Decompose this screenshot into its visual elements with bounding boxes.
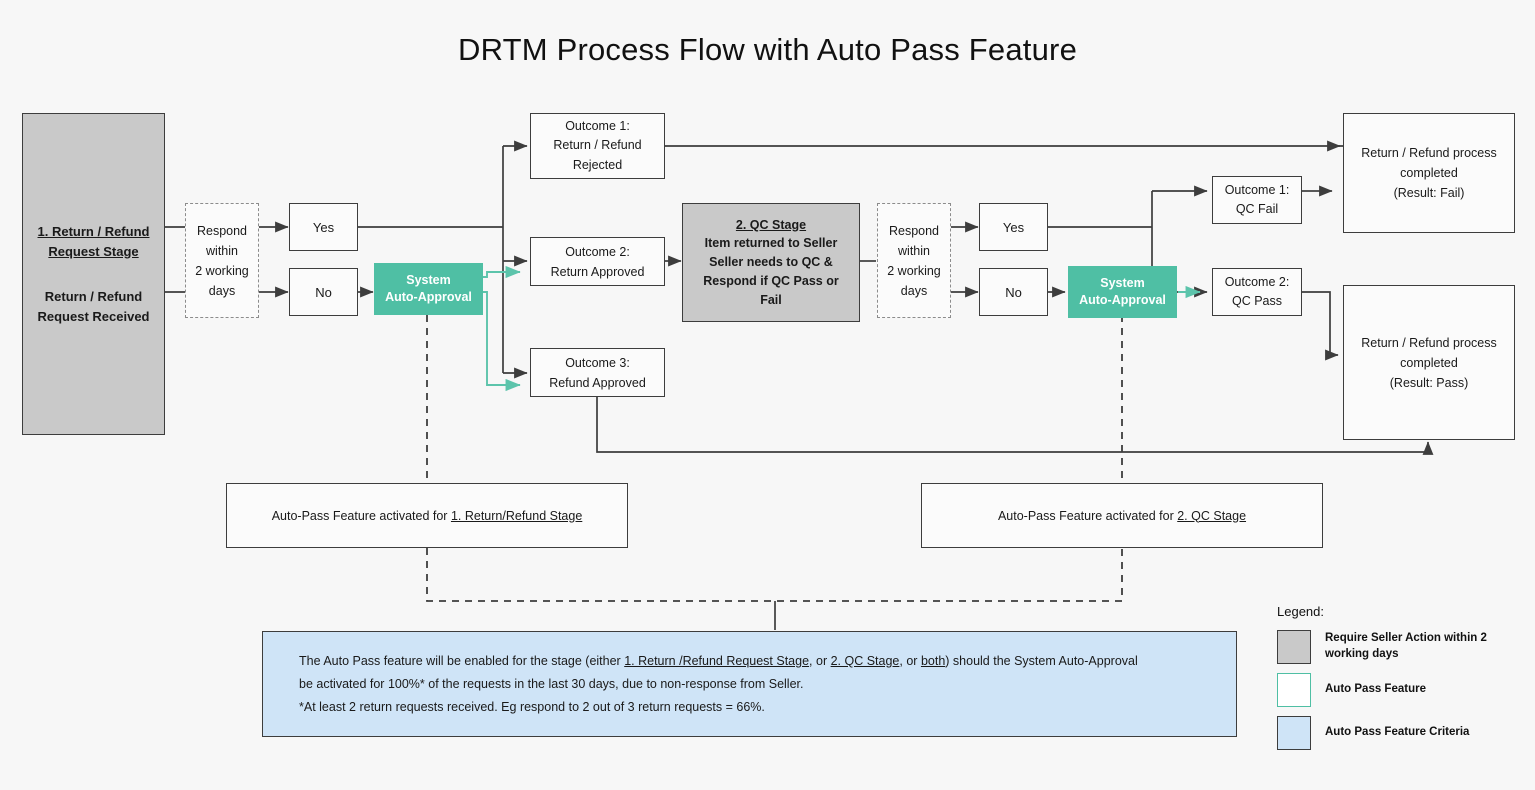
respond-window-stage-2: Respond within 2 working days bbox=[877, 203, 951, 318]
outcome-3-line-2: Refund Approved bbox=[549, 375, 646, 390]
final-pass-line-2: completed bbox=[1400, 355, 1458, 370]
decision-1-yes-label: Yes bbox=[312, 219, 335, 235]
final-result-fail: Return / Refund process completed (Resul… bbox=[1343, 113, 1515, 233]
outcome-1-line-3: Rejected bbox=[572, 157, 623, 172]
autopass-2-stage: 2. QC Stage bbox=[1177, 508, 1247, 523]
stage-2-line-4: Fail bbox=[760, 292, 782, 307]
outcome-1-line-1: Outcome 1: bbox=[565, 118, 630, 133]
decision-2-yes-label: Yes bbox=[1002, 219, 1025, 235]
legend-label-criteria: Auto Pass Feature Criteria bbox=[1325, 726, 1470, 739]
qc-outcome-1-line-1: Outcome 1: bbox=[1224, 182, 1290, 197]
autopass-2-prefix: Auto-Pass Feature activated for bbox=[997, 508, 1178, 523]
respond-window-stage-1: Respond within 2 working days bbox=[185, 203, 259, 318]
gray-swatch-icon bbox=[1277, 630, 1311, 664]
decision-2-no: No bbox=[979, 268, 1048, 316]
stage-2-qc: 2. QC Stage Item returned to Seller Sell… bbox=[682, 203, 860, 322]
criteria-swatch-icon bbox=[1277, 716, 1311, 750]
respond-1-line-4: days bbox=[208, 283, 236, 298]
decision-2-yes: Yes bbox=[979, 203, 1048, 251]
respond-2-line-2: within bbox=[898, 243, 930, 258]
decision-1-no: No bbox=[289, 268, 358, 316]
decision-1-yes: Yes bbox=[289, 203, 358, 251]
respond-2-line-4: days bbox=[900, 283, 928, 298]
legend-item-auto-pass: Auto Pass Feature bbox=[1277, 673, 1527, 707]
legend: Legend: Require Seller Action within 2 w… bbox=[1277, 604, 1527, 759]
final-pass-line-1: Return / Refund process bbox=[1361, 335, 1497, 350]
legend-label-seller-action: Require Seller Action within 2 working d… bbox=[1325, 632, 1487, 660]
stage-2-line-1: Item returned to Seller bbox=[704, 236, 838, 251]
final-fail-line-2: completed bbox=[1400, 166, 1458, 180]
decision-1-no-label: No bbox=[315, 284, 332, 300]
outcome-1-line-2: Return / Refund bbox=[553, 138, 642, 153]
system-auto-approval-stage-1: System Auto-Approval bbox=[374, 263, 483, 315]
qc-outcome-2-pass: Outcome 2: QC Pass bbox=[1212, 268, 1302, 316]
legend-item-seller-action: Require Seller Action within 2 working d… bbox=[1277, 630, 1527, 664]
final-result-pass: Return / Refund process completed (Resul… bbox=[1343, 285, 1515, 440]
decision-2-no-label: No bbox=[1005, 284, 1022, 300]
auto-pass-swatch-icon bbox=[1277, 673, 1311, 707]
criteria-line-2: be activated for 100%* of the requests i… bbox=[299, 676, 804, 691]
outcome-2-line-2: Return Approved bbox=[550, 264, 645, 279]
auto-pass-activated-stage-1: Auto-Pass Feature activated for 1. Retur… bbox=[226, 483, 628, 548]
page-title: DRTM Process Flow with Auto Pass Feature bbox=[457, 32, 1078, 67]
auto-approval-2-line-2: Auto-Approval bbox=[1079, 293, 1166, 307]
stage-1-return-refund-request: 1. Return / Refund Request Stage Return … bbox=[22, 113, 165, 435]
autopass-1-stage: 1. Return/Refund Stage bbox=[450, 508, 583, 523]
system-auto-approval-stage-2: System Auto-Approval bbox=[1068, 266, 1177, 318]
legend-item-criteria: Auto Pass Feature Criteria bbox=[1277, 716, 1527, 750]
stage-2-line-2: Seller needs to QC & bbox=[709, 255, 833, 270]
outcome-2-return-approved: Outcome 2: Return Approved bbox=[530, 237, 665, 286]
stage-1-heading: 1. Return / Refund Request Stage bbox=[37, 224, 150, 259]
outcome-3-refund-approved: Outcome 3: Refund Approved bbox=[530, 348, 665, 397]
respond-1-line-3: 2 working bbox=[195, 263, 249, 278]
final-fail-line-1: Return / Refund process bbox=[1361, 146, 1497, 160]
respond-1-line-1: Respond bbox=[196, 223, 248, 238]
qc-outcome-2-line-2: QC Pass bbox=[1231, 294, 1282, 308]
auto-pass-activated-stage-2: Auto-Pass Feature activated for 2. QC St… bbox=[921, 483, 1323, 548]
outcome-3-line-1: Outcome 3: bbox=[565, 355, 630, 370]
stage-1-line-1: Return / Refund bbox=[44, 289, 143, 304]
qc-outcome-1-line-2: QC Fail bbox=[1235, 202, 1279, 216]
outcome-1-return-refund-rejected: Outcome 1: Return / Refund Rejected bbox=[530, 113, 665, 179]
stage-1-line-2: Request Received bbox=[37, 308, 150, 324]
criteria-line-1: The Auto Pass feature will be enabled fo… bbox=[299, 653, 1138, 668]
auto-approval-2-line-1: System bbox=[1100, 276, 1145, 291]
auto-approval-1-line-2: Auto-Approval bbox=[385, 290, 472, 304]
auto-pass-criteria-box: The Auto Pass feature will be enabled fo… bbox=[262, 631, 1237, 737]
stage-2-heading: 2. QC Stage bbox=[735, 217, 807, 232]
outcome-2-line-1: Outcome 2: bbox=[565, 244, 630, 259]
final-pass-line-3: (Result: Pass) bbox=[1389, 375, 1469, 390]
autopass-1-prefix: Auto-Pass Feature activated for bbox=[271, 508, 451, 523]
legend-label-auto-pass: Auto Pass Feature bbox=[1325, 683, 1426, 696]
respond-2-line-3: 2 working bbox=[887, 263, 941, 278]
respond-2-line-1: Respond bbox=[888, 223, 940, 238]
qc-outcome-2-line-1: Outcome 2: bbox=[1224, 274, 1290, 289]
auto-approval-1-line-1: System bbox=[406, 273, 451, 288]
qc-outcome-1-fail: Outcome 1: QC Fail bbox=[1212, 176, 1302, 224]
stage-2-line-3: Respond if QC Pass or bbox=[703, 273, 839, 288]
legend-title: Legend: bbox=[1277, 604, 1324, 619]
final-fail-line-3: (Result: Fail) bbox=[1393, 186, 1465, 200]
criteria-line-3: *At least 2 return requests received. Eg… bbox=[299, 700, 765, 715]
respond-1-line-2: within bbox=[206, 243, 238, 258]
